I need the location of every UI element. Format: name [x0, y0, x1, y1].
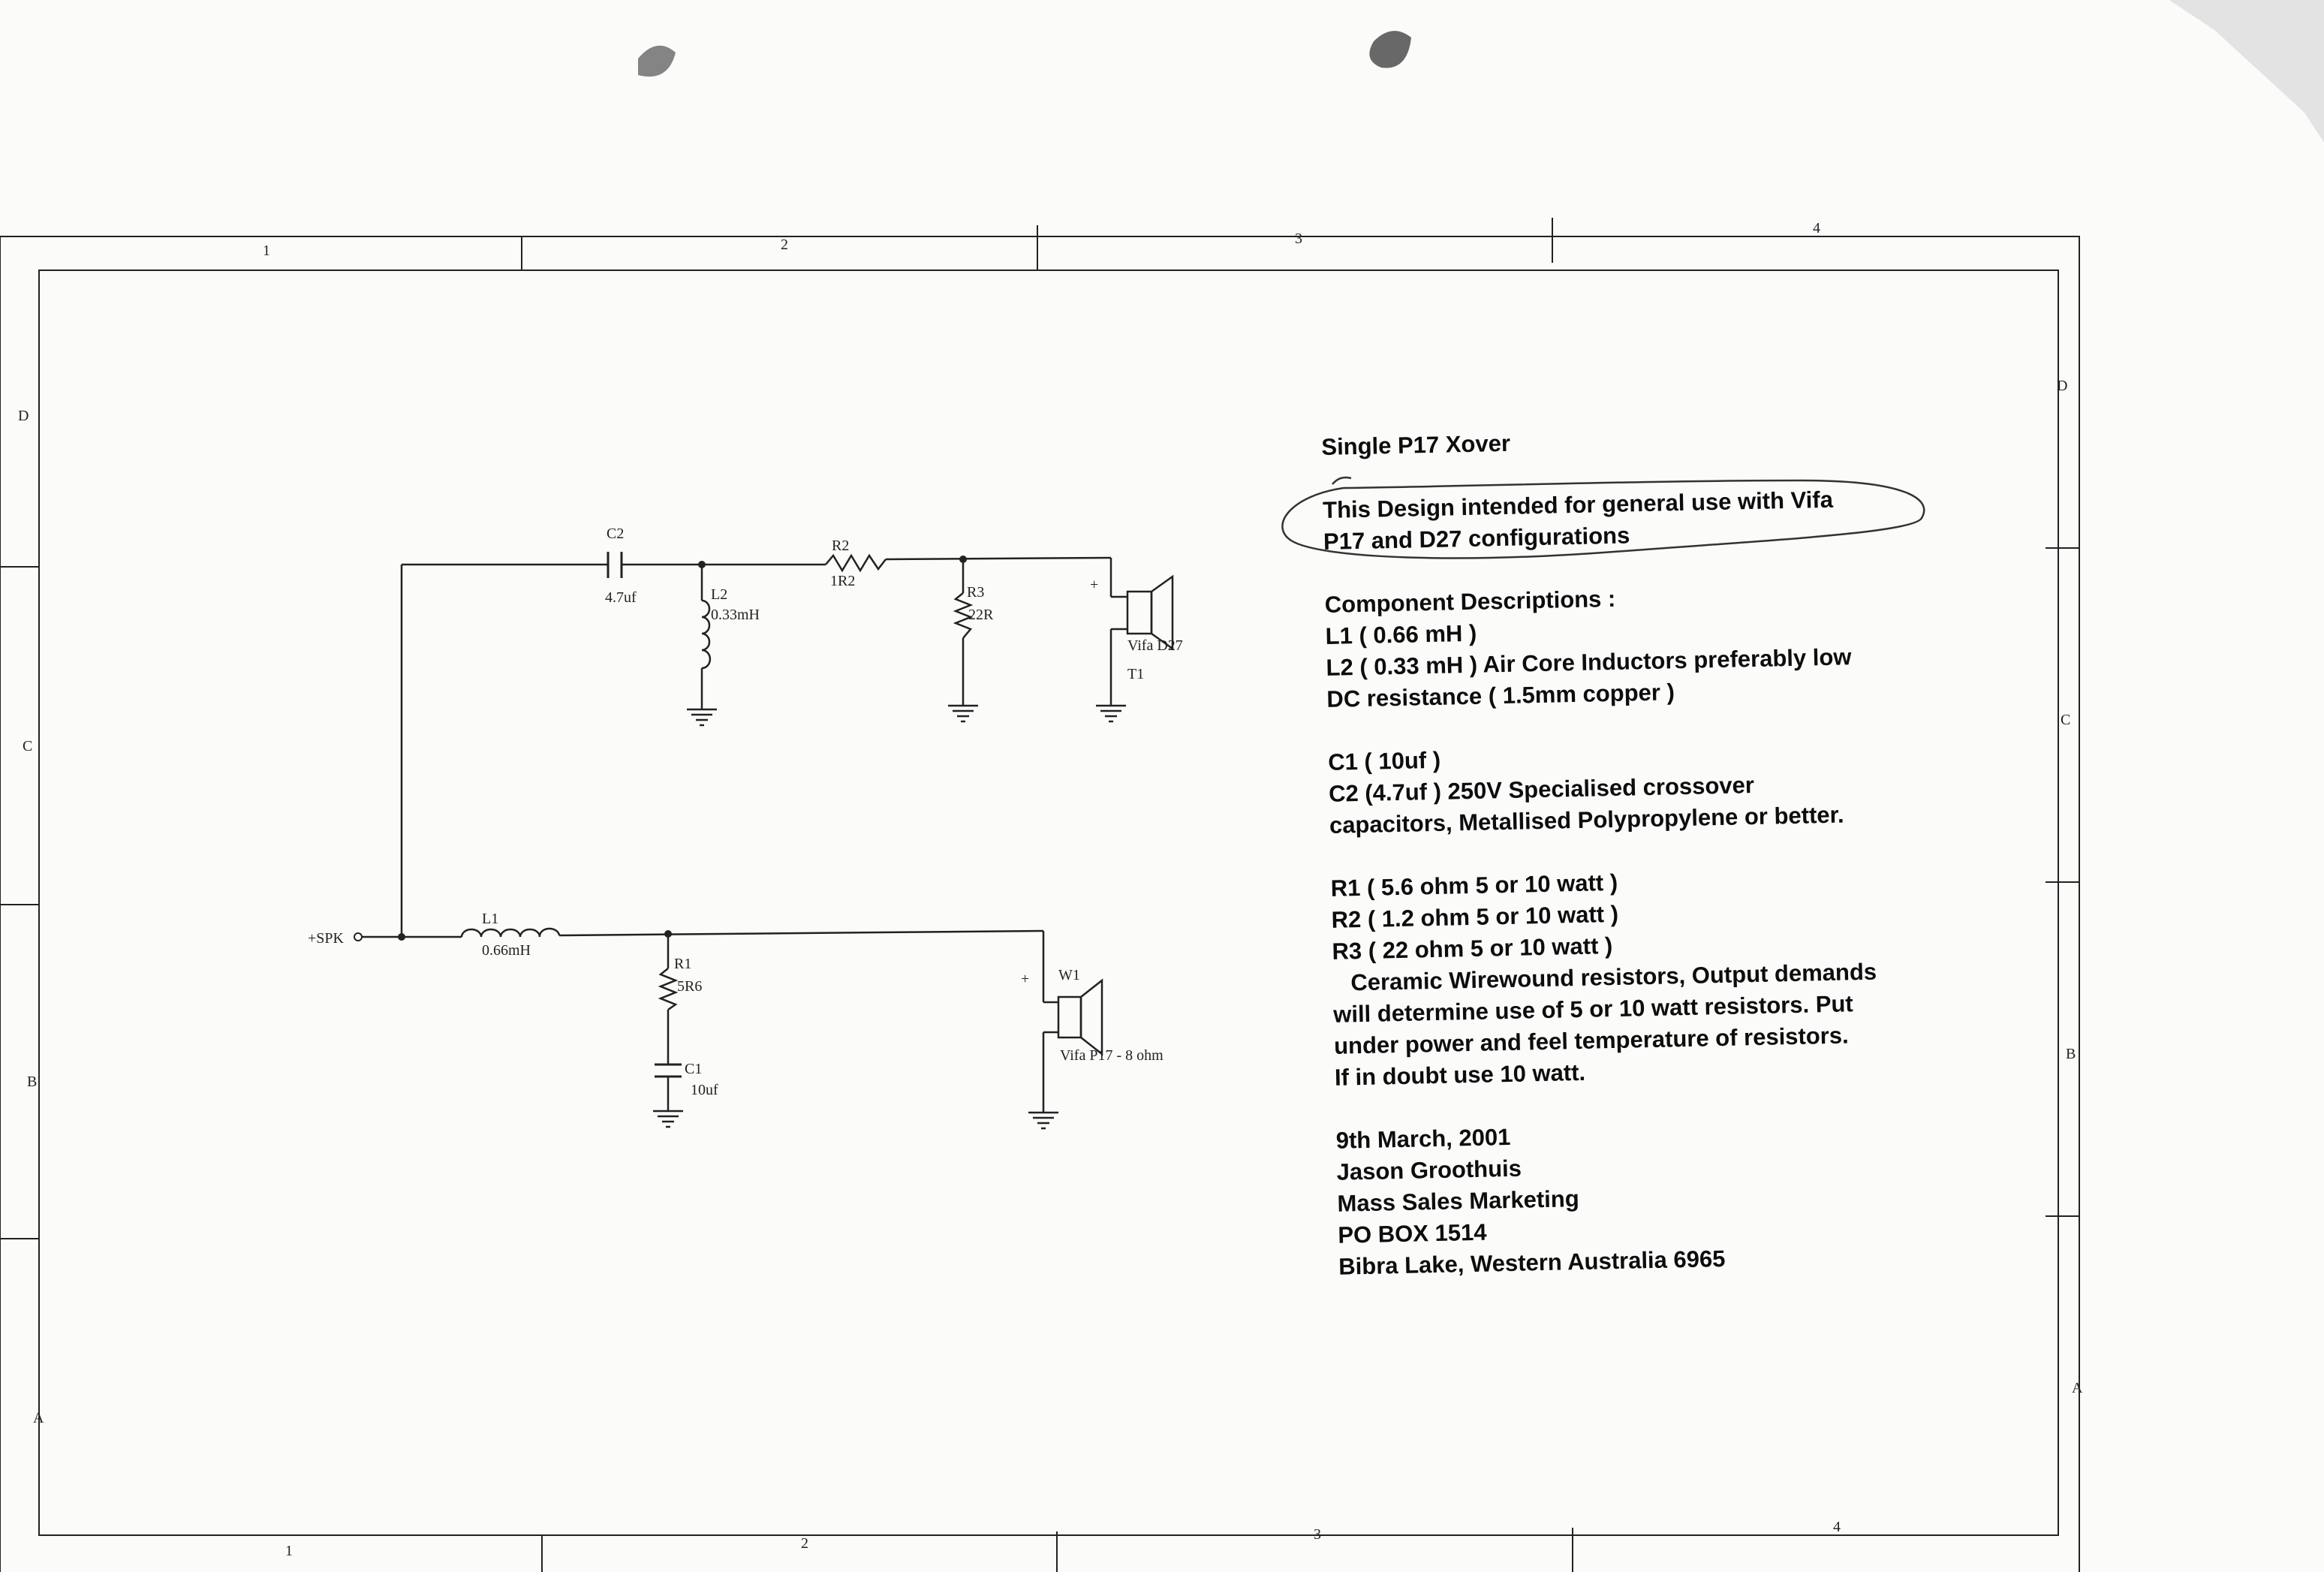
junction-dot [959, 556, 967, 563]
t1-value: Vifa D27 [1127, 637, 1183, 654]
row-label-c-right: C [2061, 712, 2070, 728]
hand-drawn-loop [1281, 476, 1925, 559]
ground-icon [948, 704, 978, 723]
col-label-3: 3 [1295, 230, 1302, 247]
l1-value: 0.66mH [482, 942, 531, 959]
r1-ref: R1 [674, 956, 691, 972]
row-label-a-right: A [2072, 1380, 2083, 1396]
resistor-r2 [825, 553, 887, 573]
junction-dot [698, 561, 706, 568]
frame-labels: 1 2 3 4 1 2 3 4 D C B A D C B A [18, 220, 2083, 1559]
t1-plus: + [1090, 577, 1098, 593]
capacitor-c2 [607, 552, 623, 578]
r2-value: 1R2 [830, 573, 855, 589]
inductor-l2 [701, 599, 712, 670]
ground-icon [653, 1110, 683, 1128]
c2-ref: C2 [607, 526, 624, 542]
col-label-1-bottom: 1 [285, 1543, 293, 1559]
resistor-r1 [658, 968, 679, 1011]
junction-dot [664, 930, 672, 938]
row-label-b-right: B [2066, 1046, 2076, 1062]
l2-ref: L2 [711, 586, 727, 603]
col-label-2-bottom: 2 [801, 1535, 808, 1552]
speaker-w1-icon [1043, 978, 1103, 1056]
r1-value: 5R6 [677, 978, 702, 995]
speaker-t1-icon [1111, 574, 1174, 651]
c1-ref: C1 [685, 1061, 702, 1077]
capacitor-c1 [655, 1063, 682, 1078]
resistor-r3 [953, 592, 974, 639]
row-label-a: A [33, 1410, 44, 1426]
ground-icon [1028, 1111, 1058, 1130]
w1-ref: W1 [1058, 967, 1080, 983]
ground-icon [1096, 704, 1126, 723]
r3-ref: R3 [967, 584, 984, 601]
junction-dot [398, 933, 405, 941]
inductor-l1 [460, 927, 561, 938]
t1-ref: T1 [1127, 666, 1144, 682]
l1-ref: L1 [482, 911, 498, 927]
drawing-frame [0, 218, 2080, 1572]
ground-icon [687, 708, 717, 727]
r2-ref: R2 [832, 538, 849, 554]
col-label-2: 2 [781, 236, 788, 253]
spk-input-terminal [354, 932, 363, 941]
ground-icons [653, 704, 1126, 1130]
row-label-b: B [27, 1074, 37, 1090]
spk-input-label: +SPK [308, 930, 345, 947]
design-notes: Single P17 Xover This Design intended fo… [1321, 416, 2090, 1315]
w1-plus: + [1021, 971, 1029, 987]
c2-value: 4.7uf [605, 589, 637, 606]
col-label-1: 1 [263, 242, 270, 259]
c1-value: 10uf [691, 1082, 718, 1098]
wires [362, 556, 1112, 1113]
col-label-3-bottom: 3 [1314, 1526, 1321, 1543]
col-label-4: 4 [1813, 220, 1820, 236]
junctions [398, 556, 967, 941]
col-label-4-bottom: 4 [1833, 1519, 1841, 1535]
w1-value: Vifa P17 - 8 ohm [1060, 1047, 1164, 1064]
row-label-c: C [23, 738, 32, 754]
l2-value: 0.33mH [711, 607, 760, 623]
row-label-d: D [18, 408, 29, 424]
r3-value: 22R [968, 607, 994, 623]
row-label-d-right: D [2057, 378, 2067, 394]
punch-holes [638, 0, 2324, 143]
